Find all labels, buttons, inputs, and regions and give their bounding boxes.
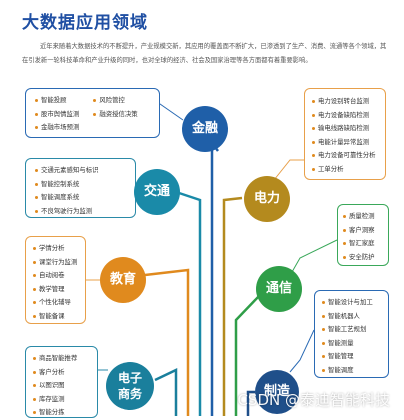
list-item: 交通元素感知与标识 [35, 164, 135, 178]
list-item: 自动阅卷 [33, 269, 85, 283]
list-item: 智能调度 [322, 364, 388, 378]
list-item: 商品智能推荐 [33, 352, 97, 366]
transport-apps-box: 交通元素感知与标识 智能控制系统 智能调度系统 不良驾驶行为监测 [25, 158, 136, 218]
list-item: 智能机器人 [322, 310, 388, 324]
list-item: 股市舆情监测 [35, 108, 79, 122]
page-title: 大数据应用领域 [22, 13, 148, 33]
list-item: 个性化辅导 [33, 296, 85, 310]
list-item: 安全防护 [343, 251, 388, 265]
list-item: 电力设别转台监测 [312, 95, 385, 109]
list-item: 风险管控 [93, 94, 137, 108]
transport-node: 交通 [134, 169, 180, 215]
intro-paragraph: 近年来随着大数据技术的不断提升，产业规模交新，其应用的覆盖面不断扩大，已渗透到了… [22, 43, 387, 64]
finance-apps-box: 智能投顾 股市舆情监测 金融市场预测 风险管控 融资授信决策 [25, 88, 160, 138]
list-item: 智能备课 [33, 310, 85, 324]
list-item: 智能调度系统 [35, 191, 135, 205]
manufacturing-node: 制造 [255, 370, 299, 414]
list-item: 智能测量 [322, 337, 388, 351]
list-item: 智能控制系统 [35, 178, 135, 192]
manufacturing-apps-box: 智能设计与加工 智能机器人 智能工艺规划 智能测量 智能管理 智能调度 [314, 290, 389, 378]
ecommerce-node: 电子 商务 [106, 362, 154, 410]
list-item: 智能工艺规划 [322, 323, 388, 337]
list-item: 智能管理 [322, 350, 388, 364]
watermark: CSDN @泰迪智能科技 [237, 391, 390, 409]
list-item: 客户分析 [33, 366, 97, 380]
list-item: 智汇家庭 [343, 237, 388, 251]
list-item: 电力设备可靠性分析 [312, 149, 385, 163]
list-item: 库存监测 [33, 393, 97, 407]
list-item: 质量检测 [343, 210, 388, 224]
list-item: 不良驾驶行为监测 [35, 205, 135, 219]
education-apps-box: 学情分析 课堂行为监测 自动阅卷 教学管理 个性化辅导 智能备课 [25, 236, 86, 324]
list-item: 金融市场预测 [35, 121, 79, 135]
education-node: 教育 [100, 257, 146, 303]
list-item: 输电线路缺陷检测 [312, 122, 385, 136]
telecom-node: 通信 [256, 266, 302, 312]
list-item: 以图识图 [33, 379, 97, 393]
list-item: 电能计量异常监测 [312, 136, 385, 150]
list-item: 工单分析 [312, 163, 385, 177]
list-item: 智能分拣 [33, 406, 97, 420]
list-item: 学情分析 [33, 242, 85, 256]
power-node: 电力 [244, 176, 290, 222]
ecommerce-apps-box: 商品智能推荐 客户分析 以图识图 库存监测 智能分拣 [25, 346, 98, 418]
finance-apps-right: 风险管控 融资授信决策 [93, 94, 138, 137]
list-item: 融资授信决策 [93, 108, 138, 122]
list-item: 教学管理 [33, 283, 85, 297]
list-item: 客户洞察 [343, 224, 388, 238]
list-item: 课堂行为监测 [33, 256, 85, 270]
finance-node: 金融 [182, 106, 228, 152]
finance-apps-left: 智能投顾 股市舆情监测 金融市场预测 [35, 94, 79, 137]
list-item: 电力设备缺陷检测 [312, 109, 385, 123]
telecom-apps-box: 质量检测 客户洞察 智汇家庭 安全防护 [337, 204, 389, 266]
list-item: 智能设计与加工 [322, 296, 388, 310]
power-apps-box: 电力设别转台监测 电力设备缺陷检测 输电线路缺陷检测 电能计量异常监测 电力设备… [304, 88, 386, 180]
list-item: 智能投顾 [35, 94, 79, 108]
